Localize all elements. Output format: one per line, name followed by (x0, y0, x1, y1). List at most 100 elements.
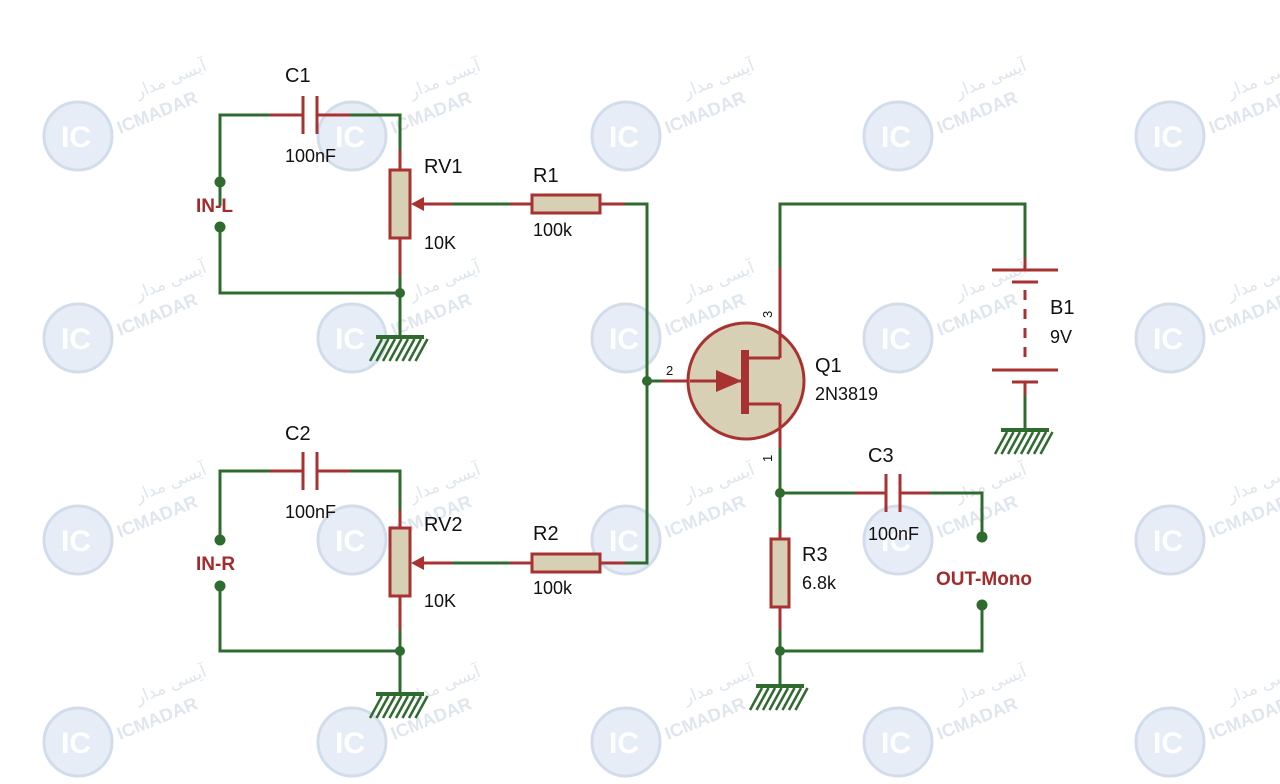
capacitor-c1 (270, 96, 350, 134)
c1-ref: C1 (285, 65, 311, 87)
q1-pin-drain: 3 (760, 311, 775, 318)
port-in-l: IN-L (196, 196, 233, 217)
c2-value: 100nF (285, 502, 336, 522)
watermark-logo: IC (881, 525, 911, 558)
junction-out-ground (775, 646, 785, 656)
r1-value: 100k (533, 220, 573, 240)
r3-value: 6.8k (802, 573, 837, 593)
resistor-r3 (769, 530, 791, 630)
wire-c3-out (928, 491, 984, 539)
junction-source-node (775, 488, 785, 498)
watermark-logo: IC (1153, 121, 1183, 154)
potentiometer-rv2 (388, 510, 452, 630)
q1-ref: Q1 (815, 355, 842, 377)
watermark-logo: IC (61, 727, 91, 760)
watermark-logo: IC (609, 727, 639, 760)
battery-b1 (992, 258, 1058, 395)
wire-in-l-top (218, 113, 272, 207)
transistor-q1 (662, 268, 806, 448)
wire-out-ground (778, 603, 984, 653)
watermark-logo: IC (61, 323, 91, 356)
ground-symbols (368, 335, 1054, 719)
r2-ref: R2 (533, 523, 559, 545)
q1-pin-gate: 2 (666, 363, 673, 378)
r1-ref: R1 (533, 165, 559, 187)
q1-pin-source: 1 (760, 455, 775, 462)
resistor-r2 (510, 552, 625, 574)
watermark-logo: IC (335, 121, 365, 154)
terminal-out-top (976, 531, 988, 543)
watermark-logo: IC (335, 727, 365, 760)
r2-value: 100k (533, 578, 573, 598)
watermark-logo: IC (881, 323, 911, 356)
port-out-mono: OUT-Mono (936, 569, 1032, 590)
wire-c1-rv1 (348, 113, 402, 152)
junctions (395, 288, 785, 656)
ground-symbol (748, 684, 809, 711)
terminal-in-l-bottom (214, 221, 226, 233)
port-in-r: IN-R (196, 554, 235, 575)
potentiometer-rv1 (388, 150, 452, 275)
junction-gate-node (642, 376, 652, 386)
rv2-ref: RV2 (424, 514, 463, 536)
watermark-logo: IC (881, 727, 911, 760)
watermark-logo: IC (1153, 727, 1183, 760)
watermark-logo: IC (335, 525, 365, 558)
watermark-logo: IC (335, 323, 365, 356)
rv1-ref: RV1 (424, 156, 463, 178)
watermark-logo: IC (609, 525, 639, 558)
junction-rv2-ground (395, 646, 405, 656)
watermark-logo: IC (1153, 525, 1183, 558)
rv2-value: 10K (424, 591, 456, 611)
b1-ref: B1 (1050, 297, 1074, 319)
watermark-logo: IC (609, 323, 639, 356)
terminal-in-r-top (214, 534, 226, 546)
labels: C1 100nF RV1 10K R1 100k C2 100nF RV2 10… (196, 65, 1074, 611)
capacitor-c2 (270, 452, 350, 490)
watermark-logo: IC (61, 525, 91, 558)
watermark-logo: IC (609, 121, 639, 154)
q1-value: 2N3819 (815, 384, 878, 404)
ground-symbol (368, 692, 429, 719)
c3-ref: C3 (868, 445, 894, 467)
wires (218, 113, 1027, 694)
terminal-in-r-bottom (214, 580, 226, 592)
ground-symbol (993, 428, 1054, 455)
junction-rv1-ground (395, 288, 405, 298)
wire-in-r-bottom (218, 584, 402, 653)
watermark-logo: IC (1153, 323, 1183, 356)
ground-symbol (368, 335, 429, 362)
terminals (214, 148, 988, 611)
capacitor-c3 (855, 474, 930, 512)
wire-c2-rv2 (348, 469, 402, 512)
resistor-r1 (510, 193, 625, 215)
b1-value: 9V (1050, 327, 1072, 347)
r3-ref: R3 (802, 544, 828, 566)
wire-in-r-top (218, 469, 272, 542)
c1-value: 100nF (285, 146, 336, 166)
watermark-logo: IC (881, 121, 911, 154)
wire-in-l-bottom (218, 226, 402, 295)
c2-ref: C2 (285, 423, 311, 445)
wire-drain-battery (778, 202, 1027, 270)
watermark-logo: IC (61, 121, 91, 154)
c3-value: 100nF (868, 524, 919, 544)
terminal-out-bottom (976, 599, 988, 611)
